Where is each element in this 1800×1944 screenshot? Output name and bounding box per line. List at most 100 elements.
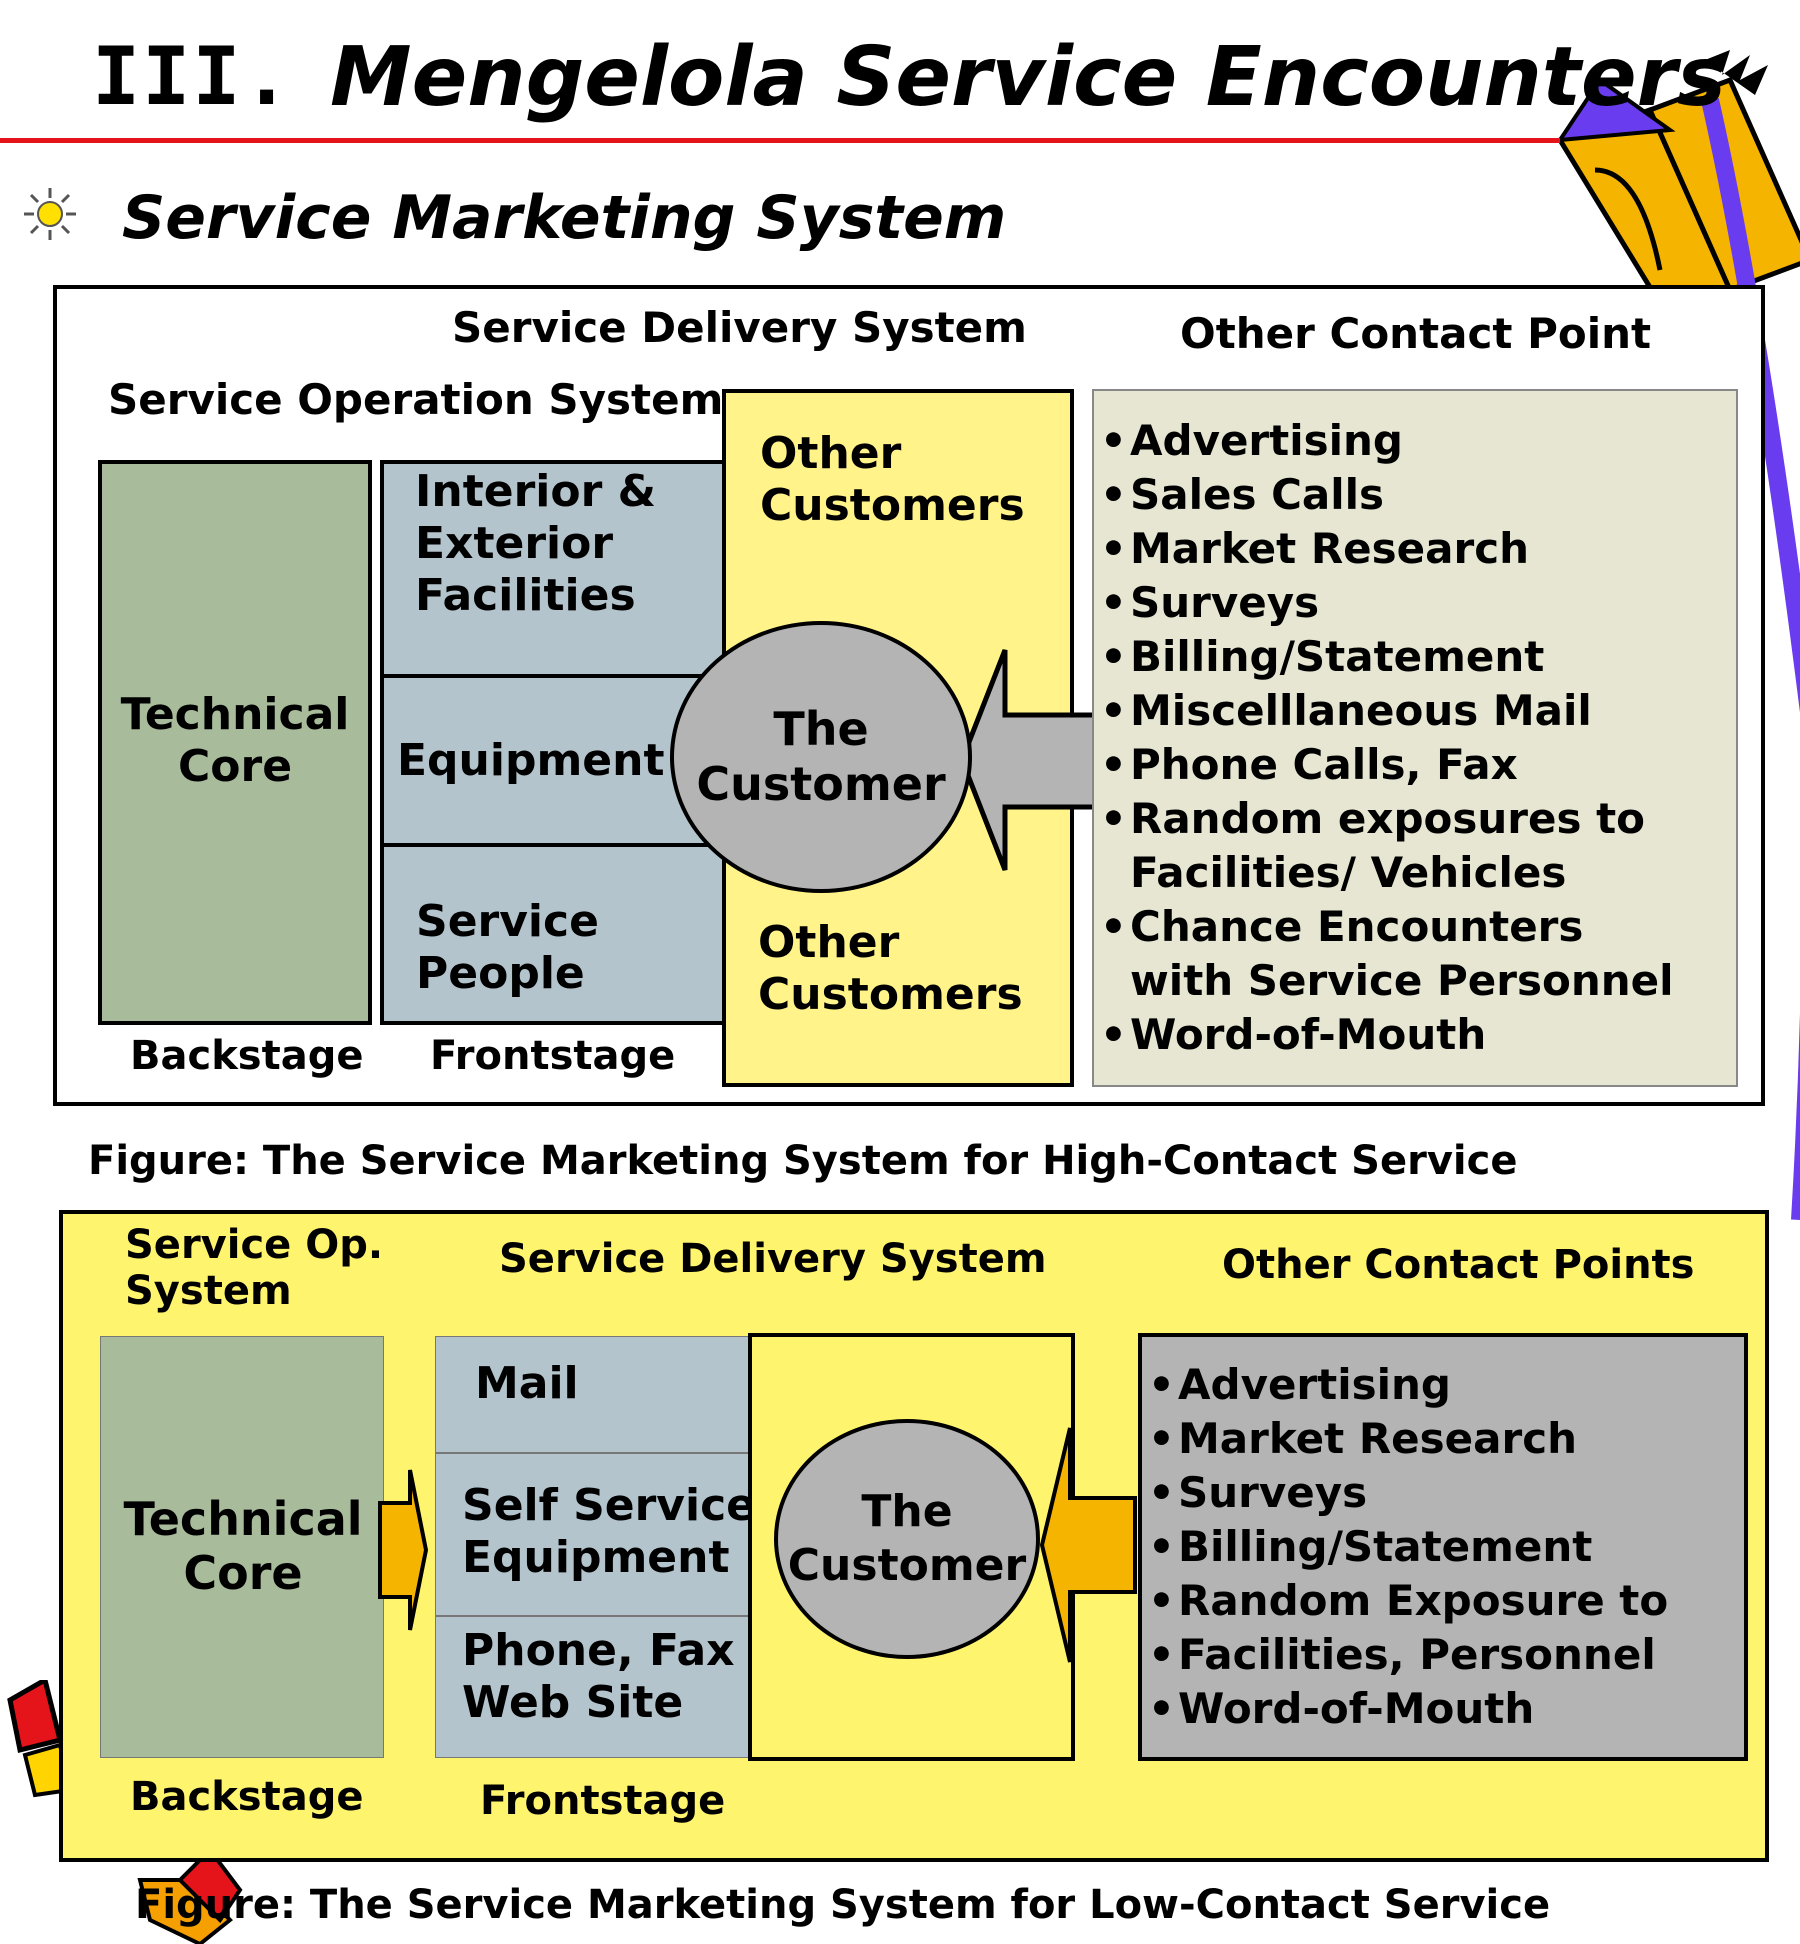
list-item: •Billing/Statement xyxy=(1100,630,1674,684)
list-item-text: Random exposures to xyxy=(1130,794,1646,843)
list-item-text: Billing/Statement xyxy=(1178,1522,1593,1571)
list-item-text: Word-of-Mouth xyxy=(1130,1010,1487,1059)
bullet-icon: • xyxy=(1100,686,1127,735)
other-customers-top-line1: Other xyxy=(760,428,902,479)
list-item: •Random exposures to xyxy=(1100,792,1674,846)
contact-points-list-2: •Advertising•Market Research•Surveys•Bil… xyxy=(1148,1358,1668,1736)
bullet-icon: • xyxy=(1148,1684,1175,1733)
technical-core-line1: Technical xyxy=(120,689,350,740)
self-service-line2: Equipment xyxy=(462,1531,730,1583)
list-item: •Word-of-Mouth xyxy=(1100,1008,1674,1062)
mail-label: Mail xyxy=(475,1358,579,1409)
bullet-icon: • xyxy=(1100,902,1127,951)
bullet-icon: • xyxy=(1100,578,1127,627)
phone-fax-line1: Phone, Fax xyxy=(462,1625,735,1676)
list-item-text: Facilities/ Vehicles xyxy=(1130,848,1567,897)
list-item: •Surveys xyxy=(1100,576,1674,630)
bullet-icon xyxy=(1100,954,1130,1008)
bullet-icon: • xyxy=(1148,1360,1175,1409)
service-op-line1: Service Op. xyxy=(125,1222,384,1268)
other-customers-bottom-line1: Other xyxy=(758,917,900,968)
list-item-text: Word-of-Mouth xyxy=(1178,1684,1535,1733)
technical-core-2-line2: Core xyxy=(183,1546,303,1601)
bullet-icon: • xyxy=(1148,1522,1175,1571)
list-item-text: Market Research xyxy=(1130,524,1529,573)
facilities-line2: Exterior xyxy=(415,517,614,569)
list-item: •Miscelllaneous Mail xyxy=(1100,684,1674,738)
list-item-text: Phone Calls, Fax xyxy=(1130,740,1518,789)
other-customers-top-line2: Customers xyxy=(760,479,1025,531)
service-op-line2: System xyxy=(125,1268,292,1314)
phone-fax-line2: Web Site xyxy=(462,1676,684,1728)
contact-points-list: •Advertising•Sales Calls•Market Research… xyxy=(1100,414,1674,1062)
list-item: •Market Research xyxy=(1148,1412,1668,1466)
arrow-left-icon-2 xyxy=(1040,1427,1137,1663)
divider xyxy=(384,674,730,678)
customer-ellipse-2: The Customer xyxy=(774,1419,1040,1659)
service-op-system-label: Service Op. System xyxy=(125,1222,383,1314)
contact-points-box-2 xyxy=(1138,1333,1748,1761)
service-delivery-system-label: Service Delivery System xyxy=(452,303,1027,352)
facilities-line3: Facilities xyxy=(415,569,636,621)
bullet-icon: • xyxy=(1148,1630,1175,1679)
technical-core-2-line1: Technical xyxy=(123,1492,363,1546)
subtitle: Service Marketing System xyxy=(122,183,1007,253)
list-item-text: Surveys xyxy=(1178,1468,1368,1517)
technical-core-box: Technical Core xyxy=(98,460,372,1025)
list-item: •Sales Calls xyxy=(1100,468,1674,522)
list-item-text: Sales Calls xyxy=(1130,470,1385,519)
bullet-icon: • xyxy=(1100,416,1127,465)
list-item-text: Chance Encounters xyxy=(1130,902,1584,951)
divider xyxy=(384,843,730,847)
list-item-text: Random Exposure to xyxy=(1178,1576,1669,1625)
list-item-text: with Service Personnel xyxy=(1130,956,1674,1005)
service-people-line1: Service xyxy=(416,896,599,947)
high-contact-caption: Figure: The Service Marketing System for… xyxy=(88,1138,1518,1184)
contact-points-box xyxy=(1092,389,1738,1087)
bullet-icon: • xyxy=(1100,470,1127,519)
list-item-text: Advertising xyxy=(1130,416,1403,465)
list-item: with Service Personnel xyxy=(1100,954,1674,1008)
bullet-icon: • xyxy=(1100,524,1127,573)
title-underline xyxy=(0,138,1560,143)
technical-core-box-2: Technical Core xyxy=(100,1336,384,1758)
facilities-line1: Interior & xyxy=(415,466,656,517)
customer-line2: Customer xyxy=(696,757,946,811)
bullet-icon: • xyxy=(1100,794,1127,843)
customer-ellipse: The Customer xyxy=(670,621,972,893)
divider xyxy=(436,1615,750,1617)
other-contact-point-label: Other Contact Point xyxy=(1180,309,1652,358)
list-item: •Phone Calls, Fax xyxy=(1100,738,1674,792)
service-people-label: Service People xyxy=(416,896,599,1000)
list-item-text: Advertising xyxy=(1178,1360,1451,1409)
service-operation-system-label: Service Operation System xyxy=(108,375,724,424)
bullet-icon: • xyxy=(1100,632,1127,681)
equipment-label: Equipment xyxy=(397,735,665,786)
bullet-icon: • xyxy=(1100,1010,1127,1059)
list-item: •Random Exposure to xyxy=(1148,1574,1668,1628)
list-item: •Market Research xyxy=(1100,522,1674,576)
service-people-line2: People xyxy=(416,947,585,999)
list-item: •Billing/Statement xyxy=(1148,1520,1668,1574)
customer-2-line1: The xyxy=(861,1486,953,1538)
other-customers-bottom-line2: Customers xyxy=(758,968,1023,1020)
backstage-label: Backstage xyxy=(130,1033,364,1079)
list-item: Facilities/ Vehicles xyxy=(1100,846,1674,900)
page-title: Mengelola Service Encounters xyxy=(330,30,1726,125)
list-item-text: Miscelllaneous Mail xyxy=(1130,686,1592,735)
list-item: •Chance Encounters xyxy=(1100,900,1674,954)
list-item-text: Billing/Statement xyxy=(1130,632,1545,681)
frontstage-column-2 xyxy=(435,1336,751,1758)
arrow-right-icon xyxy=(378,1469,429,1631)
list-item: •Advertising xyxy=(1100,414,1674,468)
backstage-label-2: Backstage xyxy=(130,1774,364,1820)
bullet-icon: • xyxy=(1100,740,1127,789)
other-contact-points-label: Other Contact Points xyxy=(1222,1242,1695,1288)
title-roman-numeral: III. xyxy=(92,30,293,123)
sun-bullet-icon xyxy=(24,188,76,240)
bullet-icon: • xyxy=(1148,1414,1175,1463)
list-item-text: Facilities, Personnel xyxy=(1178,1630,1656,1679)
pencil-decoration-icon xyxy=(1556,50,1800,1220)
frontstage-label-2: Frontstage xyxy=(480,1778,726,1824)
self-service-label: Self Service Equipment xyxy=(462,1480,756,1584)
